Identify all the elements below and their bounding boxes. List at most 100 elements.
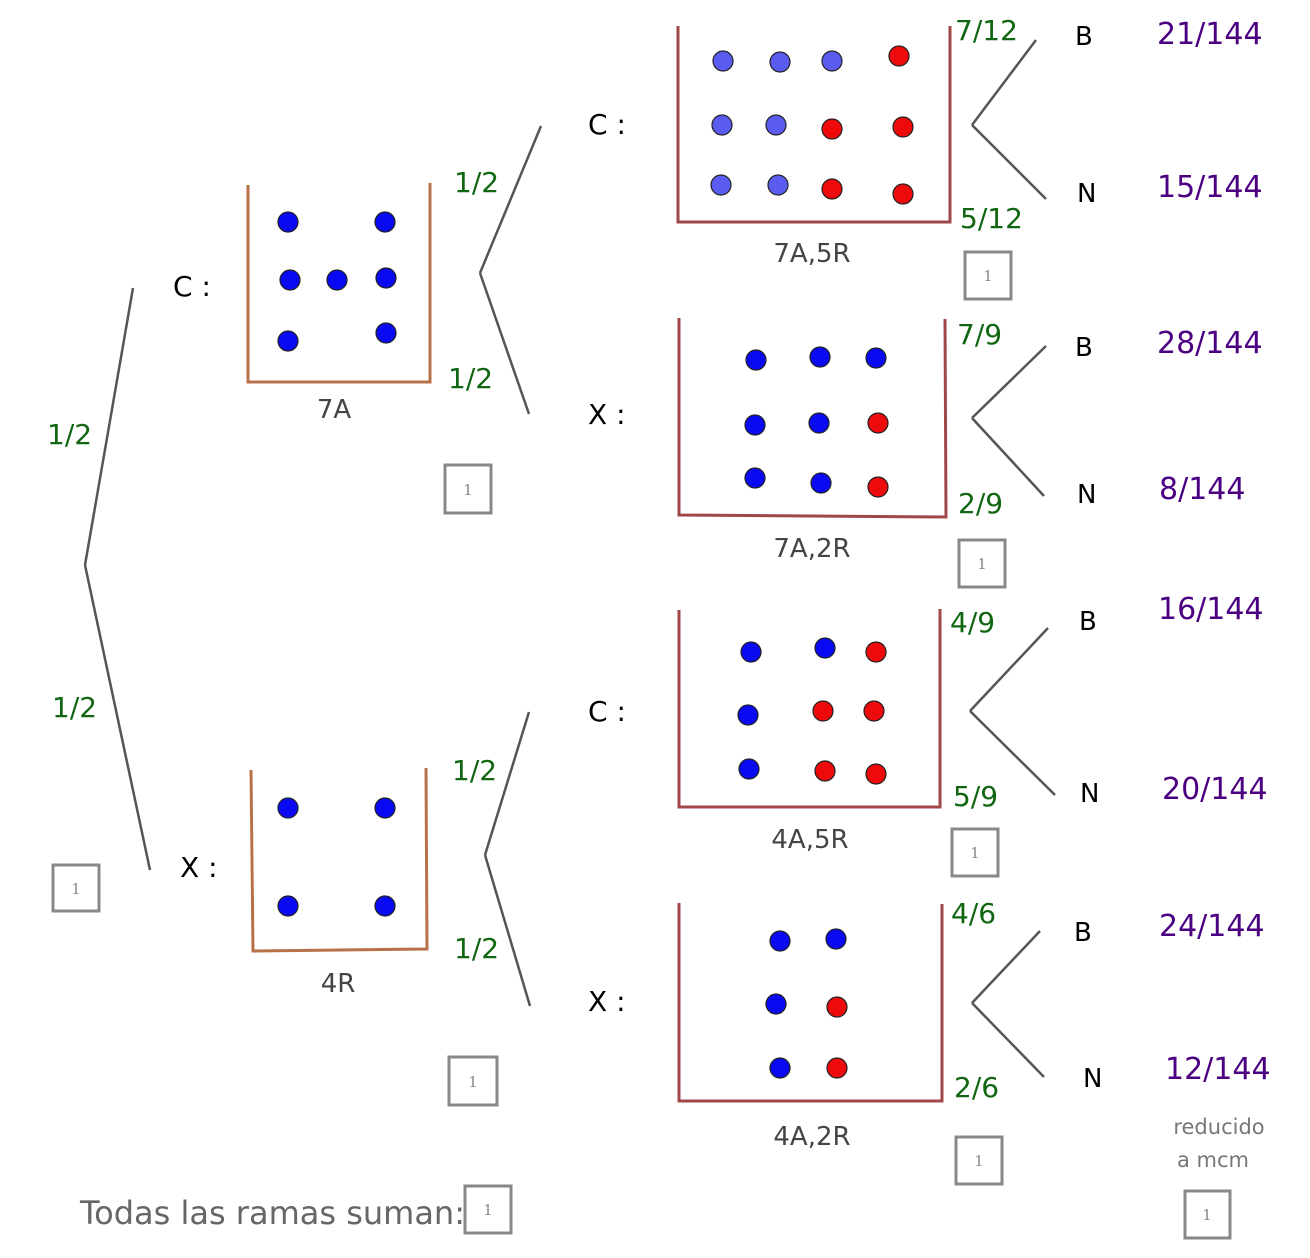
second-urn-3-ball-red — [814, 760, 836, 782]
second-urn-3-container — [677, 609, 942, 809]
urn-x-balls — [277, 797, 396, 917]
second-urn-3-final-top: 16/144 — [1158, 592, 1264, 627]
second-urn-2-branches — [971, 345, 1047, 497]
second-urn-3-ball-blue — [738, 758, 760, 780]
second-urn-4-checkbox[interactable]: 1 — [954, 1135, 1004, 1186]
second-urn-3-bottom-prob: 5/9 — [953, 780, 998, 813]
urn-x-checkbox[interactable]: 1 — [447, 1055, 499, 1107]
urn-x-ball-blue — [374, 895, 396, 917]
urn-x-ball-blue — [374, 797, 396, 819]
second-urn-4-outcome-top: B — [1074, 918, 1092, 948]
svg-text:1: 1 — [71, 880, 81, 898]
second-urn-1-bottom-prob: 5/12 — [960, 202, 1023, 235]
second-urn-3-ball-red — [865, 763, 887, 785]
second-urn-3-node-label: C : — [588, 695, 626, 728]
svg-text:1: 1 — [483, 1201, 493, 1219]
second-urn-4-ball-blue — [825, 928, 847, 950]
second-urn-2-ball-blue — [810, 472, 832, 494]
urn-c-ball-blue — [277, 211, 299, 233]
second-urn-1-checkbox[interactable]: 1 — [963, 250, 1013, 301]
footer-checkbox[interactable]: 1 — [463, 1184, 513, 1235]
svg-text:1: 1 — [1202, 1206, 1212, 1224]
urn-x-top-prob: 1/2 — [452, 754, 497, 787]
second-urn-3-checkbox[interactable]: 1 — [950, 827, 1000, 878]
svg-text:1: 1 — [983, 267, 993, 285]
second-urn-2-ball-blue — [745, 349, 767, 371]
level1-checkbox[interactable]: 1 — [51, 863, 101, 913]
second-urn-4-outcome-bottom: N — [1083, 1064, 1102, 1094]
second-urn-3-outcome-bottom: N — [1080, 779, 1099, 809]
note-checkbox[interactable]: 1 — [1183, 1189, 1232, 1240]
second-urn-2-ball-blue — [744, 414, 766, 436]
second-urn-1-node-label: C : — [588, 108, 626, 141]
second-urn-4-final-bottom: 12/144 — [1165, 1052, 1271, 1087]
urn-c-ball-blue — [279, 269, 301, 291]
second-urn-3-balls — [737, 637, 887, 785]
second-urn-3-top-prob: 4/9 — [950, 606, 995, 639]
second-urn-2-final-bottom: 8/144 — [1159, 472, 1245, 507]
second-urn-2-ball-blue — [744, 467, 766, 489]
second-urn-1-container — [676, 26, 952, 224]
second-urn-1-balls — [710, 45, 914, 205]
second-urn-1-final-bottom: 15/144 — [1157, 170, 1263, 205]
note-line-2: a mcm — [1177, 1148, 1249, 1172]
urn-c-caption: 7A — [317, 395, 352, 425]
second-urn-3-ball-blue — [814, 637, 836, 659]
second-urn-2-container — [677, 318, 948, 519]
second-urn-1-ball-lightblue — [767, 174, 789, 196]
second-urn-4-top-prob: 4/6 — [951, 897, 996, 930]
second-urn-1-top-prob: 7/12 — [955, 14, 1018, 47]
second-urn-1-branches — [971, 39, 1047, 200]
urn-c-bottom-prob: 1/2 — [448, 362, 493, 395]
second-urn-2-outcome-bottom: N — [1077, 480, 1096, 510]
second-urn-4-ball-red — [826, 996, 848, 1018]
second-urn-2-ball-red — [867, 476, 889, 498]
second-urn-2-outcome-top: B — [1075, 333, 1093, 363]
svg-text:1: 1 — [468, 1073, 478, 1091]
svg-text:1: 1 — [970, 844, 980, 862]
second-urn-4-branches — [971, 930, 1045, 1078]
second-urn-4-ball-blue — [769, 930, 791, 952]
second-urn-2-ball-blue — [865, 347, 887, 369]
second-urn-3-final-bottom: 20/144 — [1162, 772, 1268, 807]
second-urn-1-outcome-top: B — [1075, 22, 1093, 52]
level1-bottom-prob: 1/2 — [52, 691, 97, 724]
second-urn-4-caption: 4A,2R — [773, 1122, 850, 1152]
second-urn-4-ball-blue — [765, 993, 787, 1015]
second-urn-2-checkbox[interactable]: 1 — [957, 538, 1007, 589]
urn-c-ball-blue — [375, 267, 397, 289]
second-urn-3-ball-red — [865, 641, 887, 663]
second-urn-2-top-prob: 7/9 — [957, 318, 1002, 351]
second-urn-2-balls — [744, 346, 889, 498]
second-urn-4-bottom-prob: 2/6 — [954, 1071, 999, 1104]
second-urn-1-ball-lightblue — [712, 50, 734, 72]
second-urn-3-branches — [969, 627, 1056, 796]
second-urn-4-ball-red — [826, 1057, 848, 1079]
second-urn-4-node-label: X : — [588, 985, 626, 1018]
second-urn-2-final-top: 28/144 — [1157, 326, 1263, 361]
second-urn-4-final-top: 24/144 — [1159, 909, 1265, 944]
svg-text:1: 1 — [463, 481, 473, 499]
urn-c-ball-blue — [375, 322, 397, 344]
svg-text:1: 1 — [977, 555, 987, 573]
second-urn-2: X : 7A,2R 1 7/9 2/9 B N 28/144 8/144 — [588, 318, 1263, 589]
second-urn-1-ball-red — [892, 116, 914, 138]
second-urn-3: C : 4A,5R 1 4/9 5/9 B N 16/144 20/144 — [588, 592, 1268, 878]
urn-c-ball-blue — [374, 211, 396, 233]
second-urn-2-ball-blue — [809, 346, 831, 368]
second-urn-1-ball-lightblue — [710, 174, 732, 196]
second-urn-1-caption: 7A,5R — [773, 239, 850, 269]
node-label-x: X : — [180, 851, 218, 884]
urn-c-checkbox[interactable]: 1 — [443, 463, 493, 515]
second-urn-3-ball-red — [863, 700, 885, 722]
second-urn-2-ball-blue — [808, 412, 830, 434]
second-urn-1-ball-lightblue — [821, 50, 843, 72]
second-urn-3-ball-blue — [740, 641, 762, 663]
second-urn-1-ball-lightblue — [769, 51, 791, 73]
second-urn-3-ball-red — [812, 700, 834, 722]
second-urn-1-final-top: 21/144 — [1157, 17, 1263, 52]
urn-x-caption: 4R — [321, 969, 356, 999]
urn-c-ball-blue — [277, 330, 299, 352]
second-urn-1-ball-red — [821, 178, 843, 200]
